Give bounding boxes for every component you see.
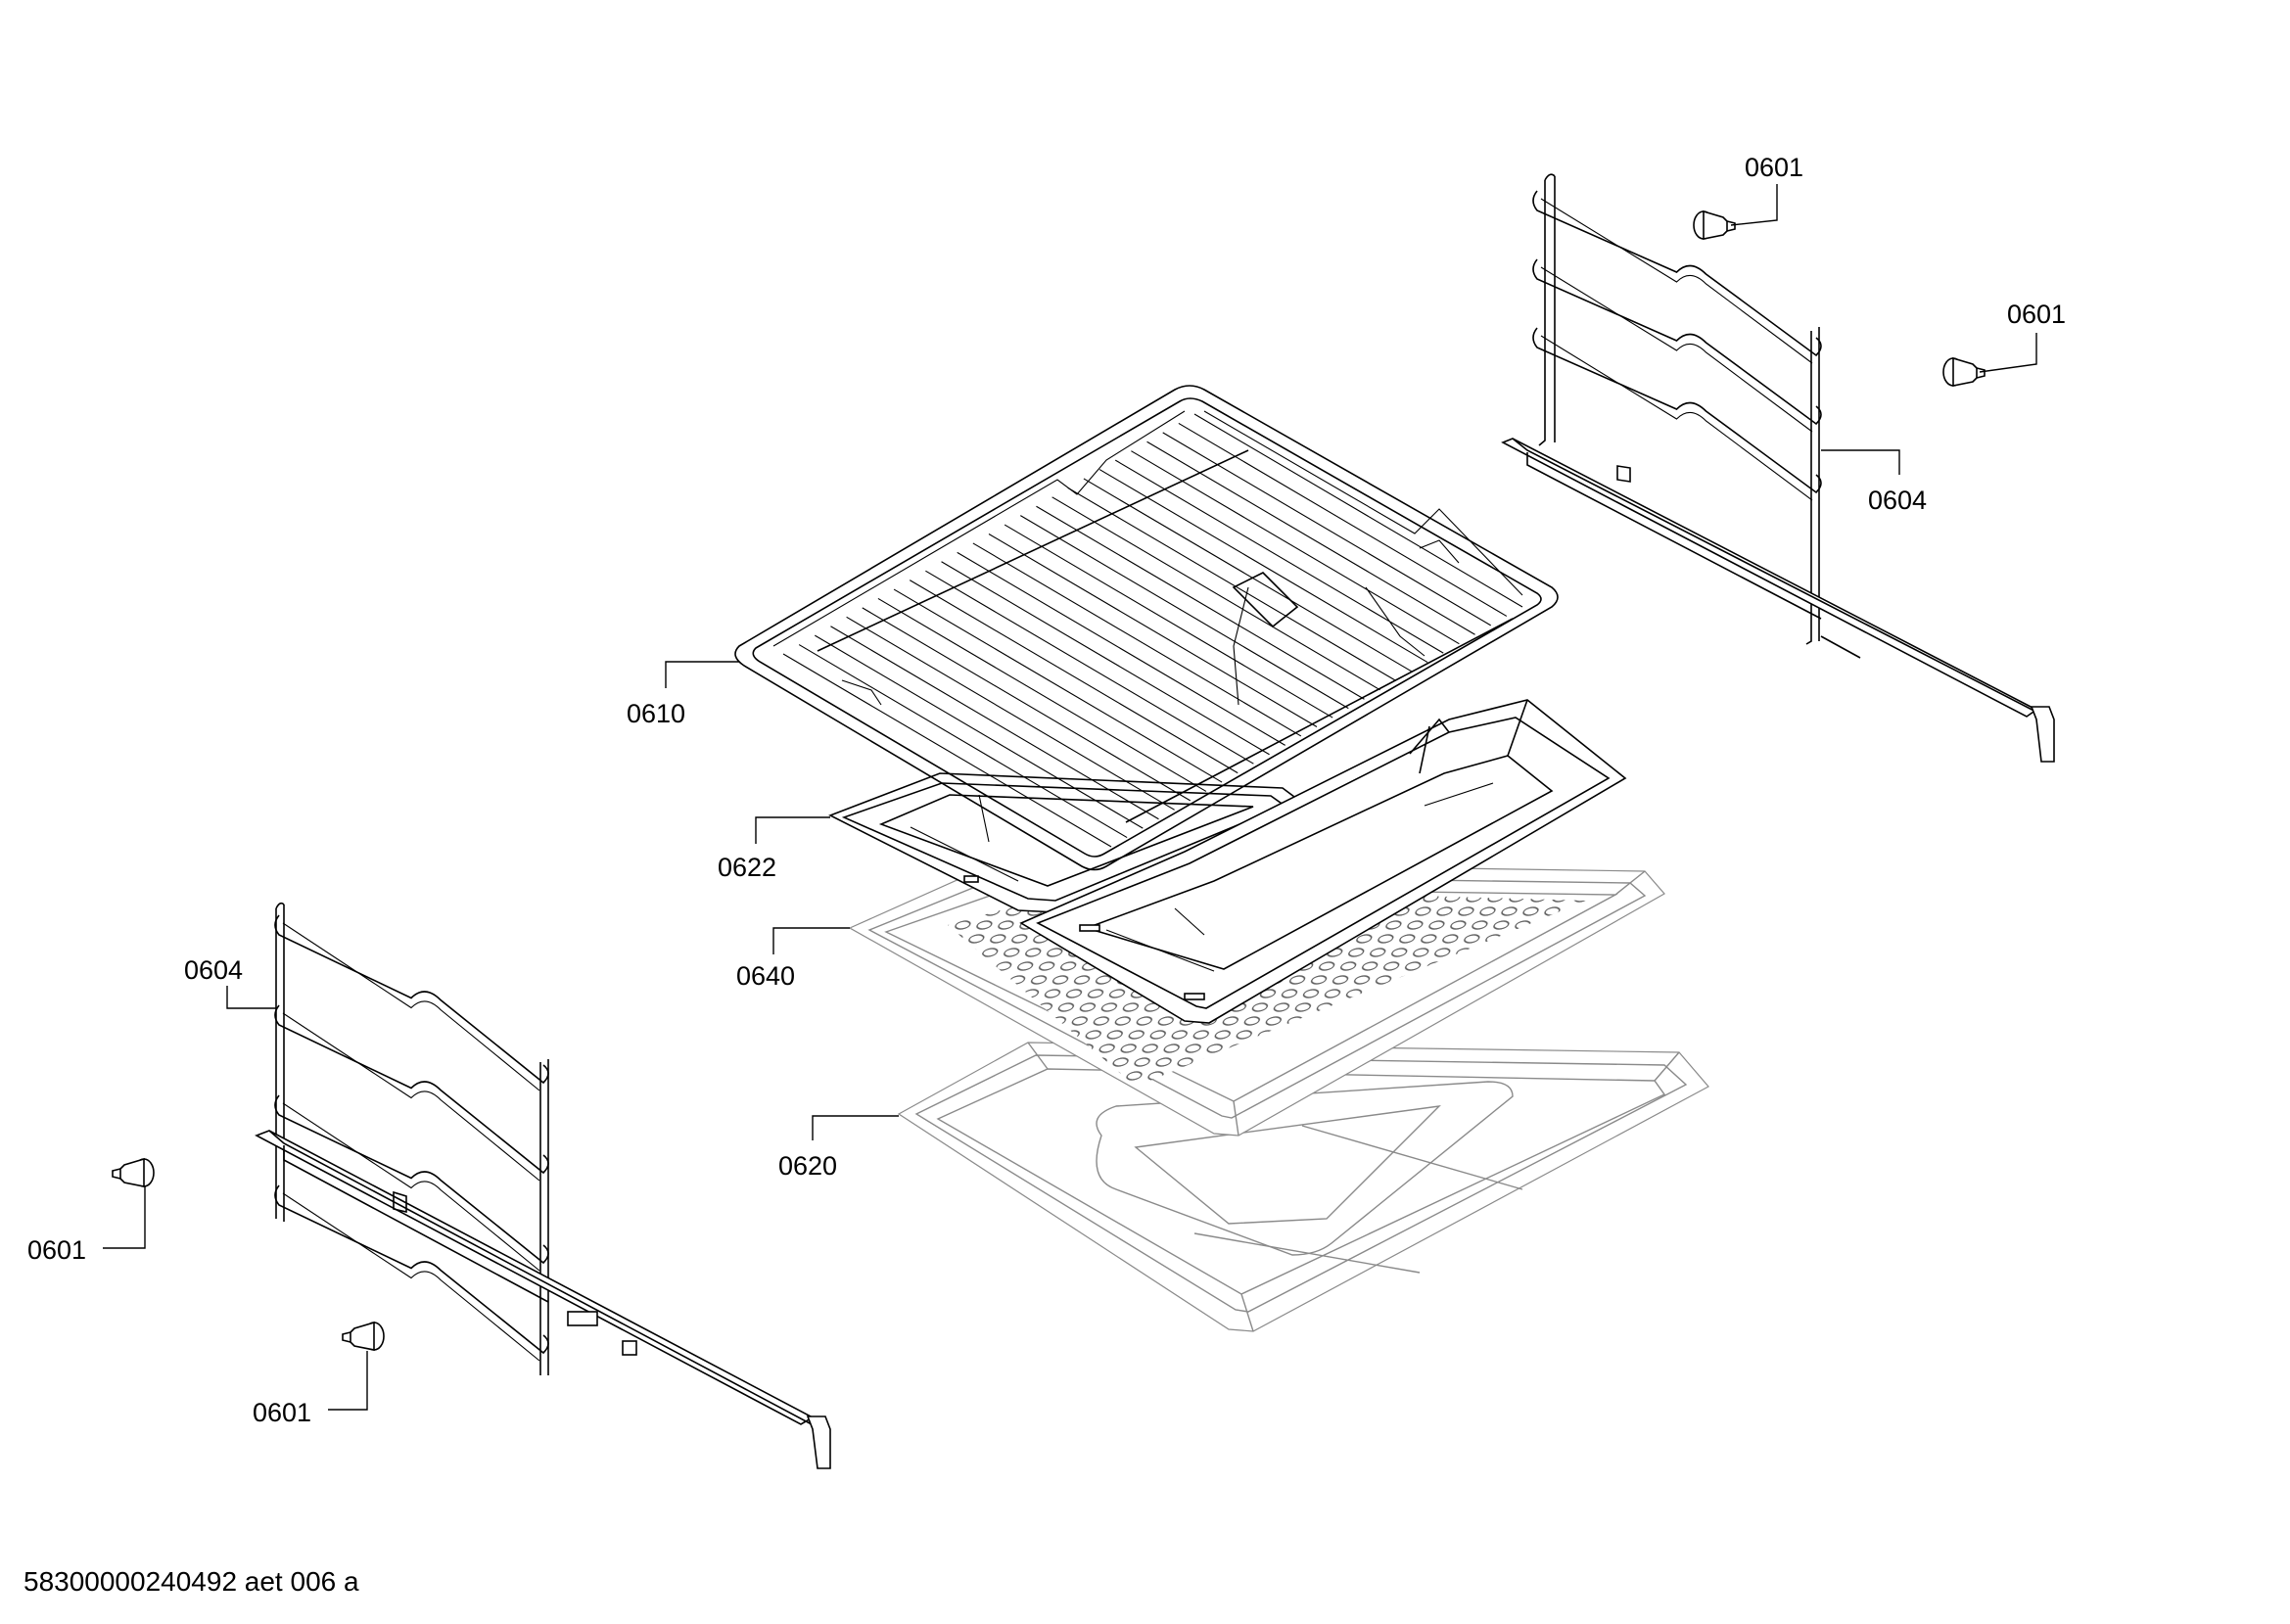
callout-0604-right: 0604 — [1868, 486, 1927, 515]
callout-0620: 0620 — [778, 1151, 837, 1181]
wire-rack — [734, 385, 1559, 871]
callout-0604-left: 0604 — [184, 955, 243, 985]
callout-0601-b: 0601 — [2007, 300, 2066, 329]
callout-0640: 0640 — [736, 961, 795, 991]
document-id: 58300000240492 aet 006 a — [23, 1566, 359, 1597]
side-rail-left — [255, 902, 831, 1469]
leader-lines — [103, 184, 2037, 1411]
callout-0622: 0622 — [718, 853, 776, 882]
side-rail-right — [1501, 173, 2055, 763]
callout-0601-a: 0601 — [1745, 153, 1803, 182]
callout-labels: 0601 0601 0604 0610 0622 0640 0620 0604 … — [27, 153, 2066, 1427]
fixing-clip — [112, 209, 1986, 1351]
deep-pan — [1019, 699, 1627, 1024]
callout-0610: 0610 — [627, 699, 685, 728]
callout-0601-d: 0601 — [253, 1398, 311, 1427]
callout-0601-c: 0601 — [27, 1235, 86, 1265]
baking-tray — [897, 1042, 1709, 1332]
